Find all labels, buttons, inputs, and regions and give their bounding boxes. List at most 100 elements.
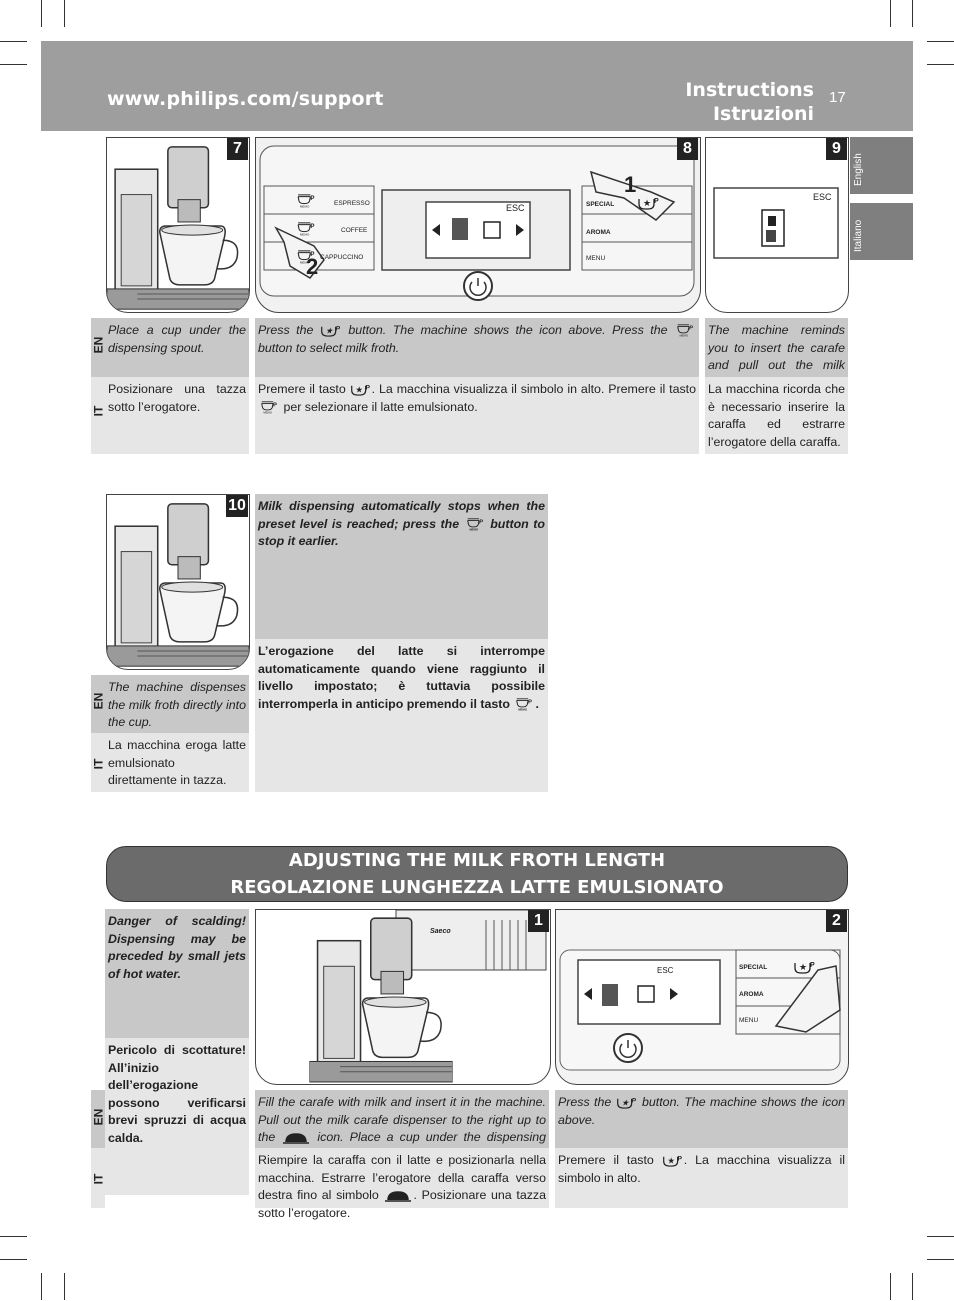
step-10-text-en: The machine dispenses the milk froth dir… [105,675,249,733]
header-title-it: Istruzioni [712,103,814,125]
text-run: . Posizionare una tazza sotto l’erogator… [258,1188,546,1220]
aroma-button[interactable]: AROMA [586,229,611,236]
memo-cup-icon [674,324,696,337]
warning-text-en: Danger of scalding! Dispensing may be pr… [105,909,249,1038]
callout-number: 1 [624,172,637,197]
side-tab-english[interactable]: English [850,137,913,194]
step-8-image [255,137,701,313]
lang-column [91,1090,105,1148]
control-panel-illustration [259,145,695,301]
crop-mark [890,1273,891,1300]
text-run: Press the [558,1095,616,1109]
crop-mark [912,1273,913,1300]
step-number: 7 [227,138,248,160]
lang-column [91,1148,105,1208]
page-header: www.philips.com/support Instructions Ist… [41,41,913,131]
special-star-icon [662,1154,684,1167]
lang-label-en: EN [91,692,106,710]
lang-label-it: IT [91,758,106,770]
text-run: button. The machine shows the icon above… [341,323,674,337]
special-star-icon [320,324,342,337]
text-run: button to stop it earlier. [258,516,545,549]
text-run: . La macchina visualizza il simbolo in a… [371,382,696,396]
esc-label: ESC [506,203,525,213]
section-step-1-image [255,909,551,1085]
text-run: Premere il tasto [258,382,350,396]
menu-button[interactable]: MENU [739,1017,759,1024]
side-tab-label: Italiano [853,219,864,252]
brand-logo: Saeco [430,928,451,935]
text-run: Press the [258,323,320,337]
step-9-text-en: The machine reminds you to insert the ca… [705,318,848,390]
menu-button[interactable]: MENU [586,255,606,262]
crop-mark [0,41,27,42]
section-title-banner: ADJUSTING THE MILK FROTH LENGTH REGOLAZI… [106,846,848,902]
step-9-text-it: La macchina ricorda che è necessario ins… [705,377,848,454]
callout-number: 2 [306,254,319,279]
special-button[interactable]: SPECIAL [586,201,615,208]
step-number: 2 [826,910,847,932]
crop-mark [890,0,891,27]
text-run: Fill the carafe with milk and insert it … [258,1095,546,1144]
text-run: per selezionare il latte emulsionato. [280,399,478,414]
crop-mark [41,1273,42,1300]
text-run: . La macchina visualizza il simbolo in a… [558,1153,845,1185]
lang-label-en: EN [91,336,106,354]
side-tab-italiano[interactable]: Italiano [850,203,913,260]
lang-column [91,733,105,792]
text-run: button. The machine shows the icon above… [558,1095,845,1127]
section-step-1-text-en: Fill the carafe with milk and insert it … [255,1090,549,1162]
step-number: 9 [826,138,847,160]
memo-cup-icon [258,401,280,414]
text-run: Premere il tasto [558,1153,662,1167]
step-7-text-en: Place a cup under the dispensing spout. [105,318,249,377]
text-run: Riempire la caraffa con il latte e posiz… [258,1153,546,1202]
esc-label: ESC [657,966,674,975]
coffee-button[interactable]: COFFEE [341,227,368,234]
lang-label-it: IT [91,405,106,417]
control-panel-illustration [559,949,841,1071]
step-10-image [106,494,250,670]
memo-cup-icon [464,518,486,531]
lang-label-en: EN [91,1108,106,1126]
text-run: Milk dispensing automatically stops when… [258,499,545,531]
memo-cup-icon [513,698,535,711]
crop-mark [927,1259,954,1260]
header-title-en: Instructions [685,79,814,101]
lang-label-it: IT [91,1173,106,1185]
crop-mark [64,0,65,27]
step-7-text-it: Posizionare una tazza sotto l’erogatore. [105,377,249,454]
espresso-button[interactable]: ESPRESSO [334,200,370,207]
lang-column [91,318,105,377]
crop-mark [0,1259,27,1260]
esc-label: ESC [813,192,832,202]
crop-mark [64,1273,65,1300]
crop-mark [41,0,42,27]
lang-column [91,377,105,454]
section-step-2-image [555,909,849,1085]
aroma-button[interactable]: AROMA [739,991,764,998]
warning-text-it: Pericolo di scottature! All’inizio dell’… [105,1038,249,1195]
special-star-icon [350,383,372,396]
step-7-image [106,137,250,313]
step-number: 10 [226,495,248,517]
cappuccino-button[interactable]: CAPPUCCINO [320,254,364,261]
display-illustration [713,187,839,259]
text-run: . [535,696,539,711]
side-tab-label: English [853,153,864,186]
crop-mark [0,1236,27,1237]
support-url[interactable]: www.philips.com/support [107,88,384,110]
text-run: button to select milk froth. [258,340,400,355]
section-title-en: ADJUSTING THE MILK FROTH LENGTH [288,850,666,871]
section-step-1-text-it: Riempire la caraffa con il latte e posiz… [255,1148,549,1220]
lang-column [91,675,105,733]
section-step-2-text-en: Press the button. The machine shows the … [555,1090,848,1148]
page-number: 17 [829,89,846,106]
crop-mark [927,64,954,65]
carafe-dispenser-icon [281,1131,311,1145]
special-star-icon [616,1096,638,1109]
crop-mark [927,1236,954,1237]
step-9-image [705,137,849,313]
crop-mark [927,41,954,42]
special-button[interactable]: SPECIAL [739,964,768,971]
